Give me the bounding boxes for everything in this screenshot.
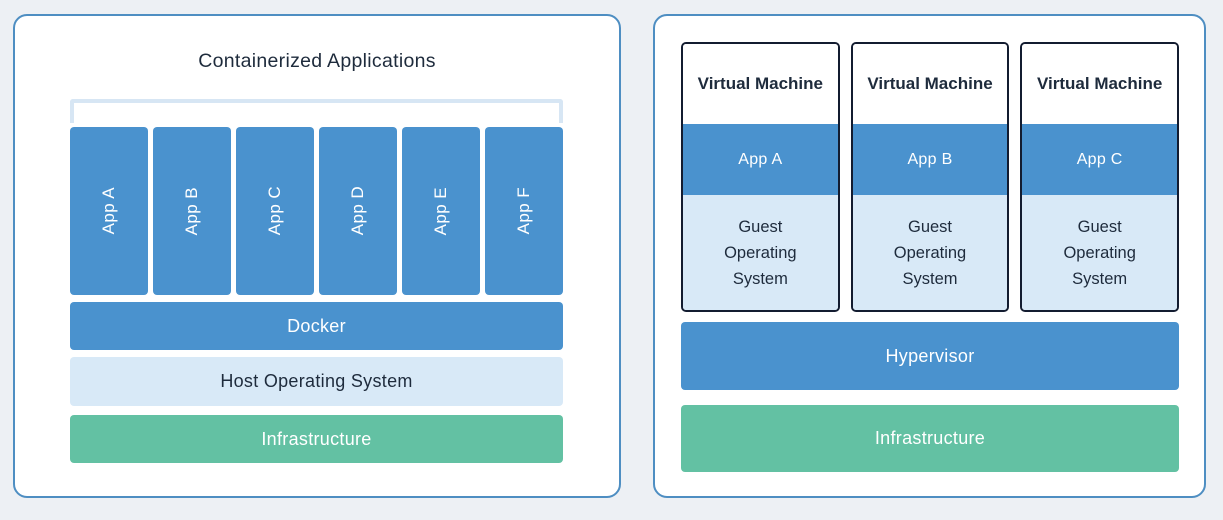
containers-panel: Containerized Applications App A App B A… <box>13 14 621 498</box>
container-app-d: App D <box>319 127 397 295</box>
vm-card-2-title: Virtual Machine <box>852 44 1008 124</box>
containers-group-bracket <box>70 99 563 123</box>
infrastructure-layer-left: Infrastructure <box>70 415 563 463</box>
container-app-b-label: App B <box>182 186 201 236</box>
vm-card-3-guest-os-label: Guest Operating System <box>1063 217 1136 288</box>
vm-card-1-guest-os: Guest Operating System <box>683 195 838 310</box>
container-app-a-label: App A <box>99 187 118 235</box>
vm-card-2: Virtual Machine App B Guest Operating Sy… <box>850 42 1010 312</box>
container-app-d-label: App D <box>348 186 367 236</box>
container-app-f-label: App F <box>514 187 533 235</box>
vm-card-3: Virtual Machine App C Guest Operating Sy… <box>1020 42 1180 312</box>
infrastructure-layer-right: Infrastructure <box>681 405 1179 472</box>
vm-card-3-app: App C <box>1022 124 1178 195</box>
vm-cards-row: Virtual Machine App A Guest Operating Sy… <box>681 42 1180 312</box>
container-app-e-label: App E <box>431 186 450 236</box>
containers-panel-title: Containerized Applications <box>198 50 436 72</box>
container-app-b: App B <box>153 127 231 295</box>
vm-card-1-app: App A <box>683 124 838 195</box>
docker-layer: Docker <box>70 302 563 350</box>
vm-card-2-guest-os-label: Guest Operating System <box>893 217 967 288</box>
vm-card-1: Virtual Machine App A Guest Operating Sy… <box>681 42 840 312</box>
container-app-c: App C <box>236 127 314 295</box>
vm-card-1-title: Virtual Machine <box>683 44 838 124</box>
container-app-c-label: App C <box>265 186 284 236</box>
virtual-machines-panel: Virtual Machine App A Guest Operating Sy… <box>653 14 1206 498</box>
container-app-a: App A <box>70 127 148 295</box>
host-os-layer: Host Operating System <box>70 357 563 406</box>
container-apps-row: App A App B App C App D App E App F <box>70 127 563 295</box>
vm-card-1-guest-os-label: Guest Operating System <box>724 217 797 288</box>
vm-card-2-guest-os: Guest Operating System <box>852 195 1008 310</box>
vm-card-3-title: Virtual Machine <box>1022 44 1178 124</box>
container-app-e: App E <box>402 127 480 295</box>
container-app-f: App F <box>485 127 563 295</box>
vm-card-2-app: App B <box>852 124 1008 195</box>
hypervisor-layer: Hypervisor <box>681 322 1179 390</box>
vm-card-3-guest-os: Guest Operating System <box>1022 195 1178 310</box>
